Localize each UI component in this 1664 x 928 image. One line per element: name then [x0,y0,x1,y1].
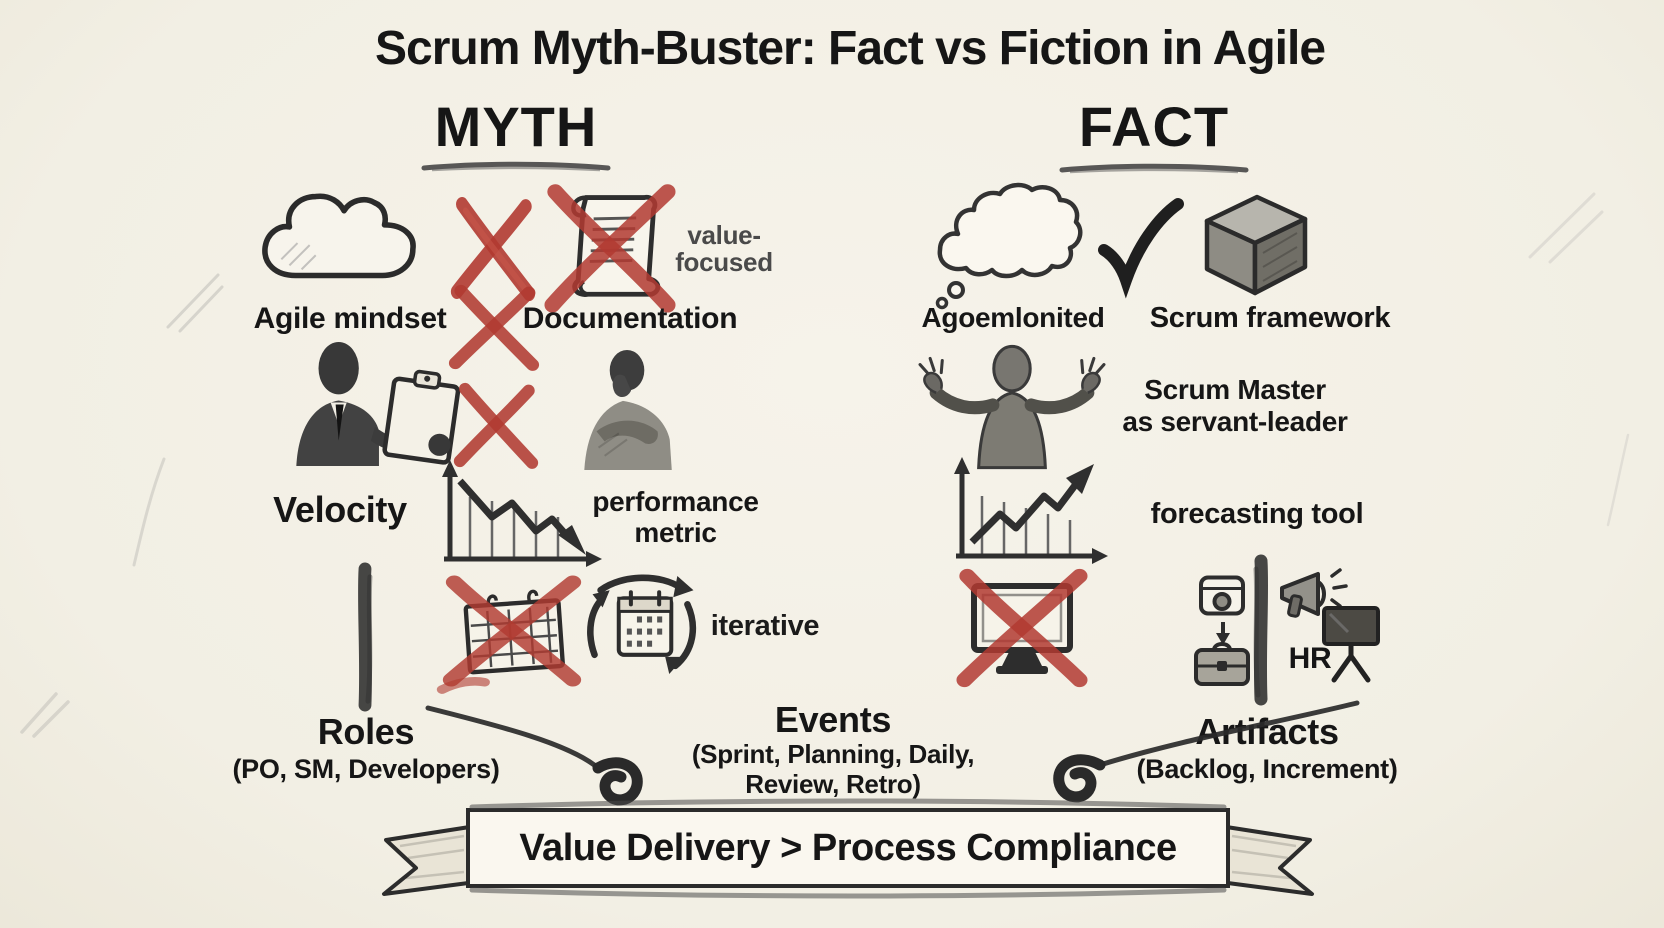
myth-underline-stroke [421,161,611,172]
scrum-master-label-line1: Scrum Master [1144,374,1326,405]
pencil-smudge [1528,192,1604,264]
pencil-smudge [1606,433,1630,527]
red-x-icon [453,382,539,469]
scrum-master-label-line2: as servant-leader [1122,406,1348,437]
red-x-icon [448,284,540,371]
hr-label: HR [1288,642,1332,675]
performance-metric-note: performance metric [592,486,759,549]
pensive-person-icon [584,350,672,470]
documentation-label: Documentation [522,302,738,335]
artifacts-title: Artifacts [1195,711,1339,752]
fact-underline-stroke [1059,163,1249,174]
cloud-icon [262,193,416,279]
presentation-screen-icon [1322,606,1380,683]
red-x-icon [544,184,676,313]
red-x-icon [450,197,536,302]
agile-mindset-label: Agile mindset [253,302,447,335]
roles-title: Roles [317,711,415,752]
declining-chart-icon [442,460,602,567]
events-title: Events [774,699,892,740]
thought-bubble-icon [935,182,1083,310]
roles-subtitle: (PO, SM, Developers) [232,754,500,784]
banner-slogan: Value Delivery > Process Compliance [519,827,1177,869]
value-focused-note: value-focused [675,220,773,278]
ribbon-banner [382,798,1314,899]
pencil-smudge [20,692,70,738]
pencil-divider-stroke [1253,554,1269,706]
artifacts-subtitle: (Backlog, Increment) [1136,754,1398,784]
app-window-icon [1199,575,1245,616]
scrum-framework-label: Scrum framework [1149,302,1391,334]
checkmark-icon [1098,198,1184,299]
converging-swirl-arrow-left [425,705,643,806]
thought-label: Agoemlonited [921,302,1105,333]
calendar-cycle-icon [587,574,697,674]
briefcase-icon [1194,642,1250,686]
red-x-icon [436,575,582,694]
converging-swirl-arrow-right [1053,700,1360,803]
red-x-icon [956,568,1088,688]
myth-column-header: MYTH [434,95,598,158]
iterative-note: iterative [710,610,820,642]
velocity-label: Velocity [273,489,407,530]
cube-icon [1204,194,1308,296]
fact-column-header: FACT [1078,95,1230,158]
page-title: Scrum Myth-Buster: Fact vs Fiction in Ag… [374,22,1326,75]
rising-chart-icon [954,457,1108,564]
open-arms-person-icon [918,344,1106,470]
pencil-divider-stroke [358,562,373,712]
events-subtitle: (Sprint, Planning, Daily, Review, Retro) [691,739,975,799]
pencil-smudge [132,457,166,567]
pencil-smudge [166,273,224,333]
forecasting-tool-label: forecasting tool [1150,498,1364,530]
manager-with-clipboard-icon [296,342,461,466]
megaphone-icon [1280,568,1348,618]
down-arrow-icon [1216,622,1230,645]
